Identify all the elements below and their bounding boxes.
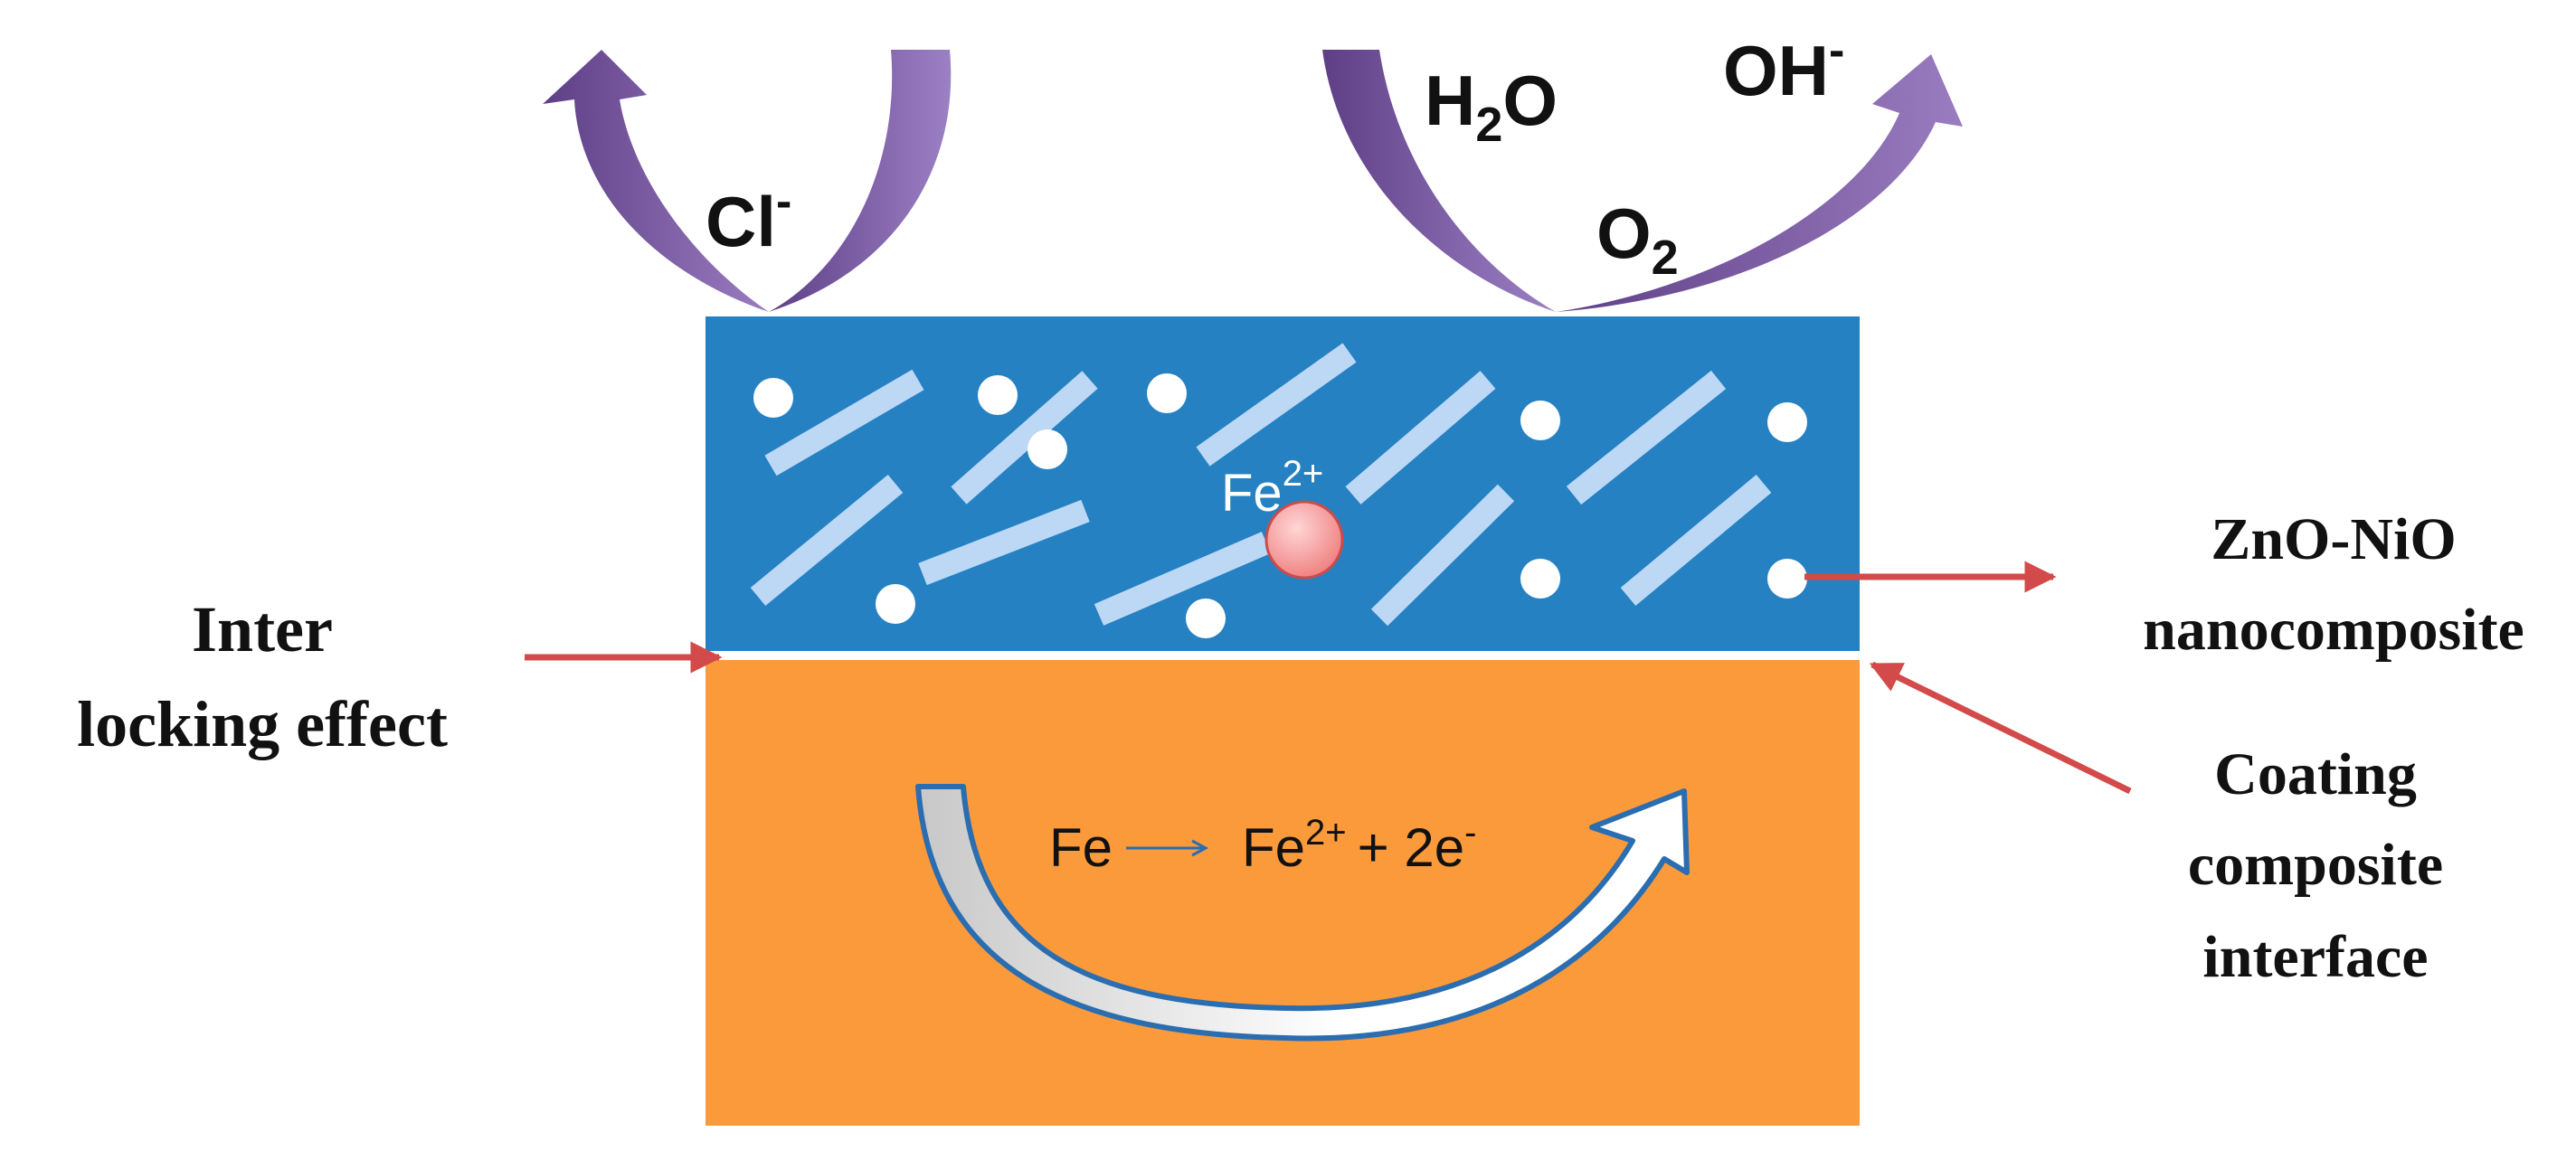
hydroxide-label: OH- <box>1723 24 1844 110</box>
nanoparticle <box>1186 599 1226 638</box>
nanoparticle <box>1767 559 1807 599</box>
fe-ion-particle <box>1264 500 1344 580</box>
nanocomposite-label-line2: nanocomposite <box>2143 597 2524 663</box>
nanorod <box>918 499 1090 586</box>
nanorod <box>1345 371 1496 505</box>
reaction-products: Fe2++ 2e- <box>1242 813 1476 878</box>
interface-label-line1: Coating <box>2214 741 2417 807</box>
chloride-label: Cl- <box>706 175 791 261</box>
oxygen-label: O2 <box>1596 193 1679 285</box>
interface-label-line2: composite <box>2188 832 2443 898</box>
fe-ion-label: Fe2+ <box>1221 454 1323 523</box>
nanoparticle <box>1767 402 1807 442</box>
nanorod <box>1370 484 1515 627</box>
nanoparticle <box>876 584 915 624</box>
chloride-arrow <box>543 50 952 312</box>
nanorod <box>951 371 1098 505</box>
water-oxygen-arrow <box>1322 50 1963 312</box>
interface-label-line3: interface <box>2202 924 2428 990</box>
nanoparticle <box>1147 373 1187 413</box>
oxidation-swoop-arrow <box>915 784 1690 1042</box>
nanorod <box>1094 532 1272 626</box>
nanorod <box>764 369 924 476</box>
nanorod <box>1196 343 1357 467</box>
reaction-arrow-head <box>1191 839 1209 857</box>
interlock-label-line2: locking effect <box>77 688 448 760</box>
nanoparticle <box>1028 429 1067 469</box>
nanoparticle <box>1520 559 1560 599</box>
interface-pointer-arrow <box>1869 661 2132 795</box>
nanorod <box>750 474 904 607</box>
coating-interface-line <box>706 651 1860 660</box>
nanorod <box>1620 475 1772 606</box>
interlock-label-line1: Inter <box>192 593 333 665</box>
nanoparticle <box>753 378 793 418</box>
nanorods <box>750 343 1772 627</box>
reaction-reactant: Fe <box>1049 817 1113 878</box>
nanoparticles <box>753 373 1807 638</box>
steel-substrate <box>706 660 1860 1126</box>
nanoparticle <box>1520 401 1560 440</box>
nanoparticle <box>978 375 1018 415</box>
water-label: H2O <box>1425 61 1558 152</box>
nanocomposite-label-line1: ZnO-NiO <box>2211 506 2456 572</box>
nanorod <box>1566 370 1727 505</box>
